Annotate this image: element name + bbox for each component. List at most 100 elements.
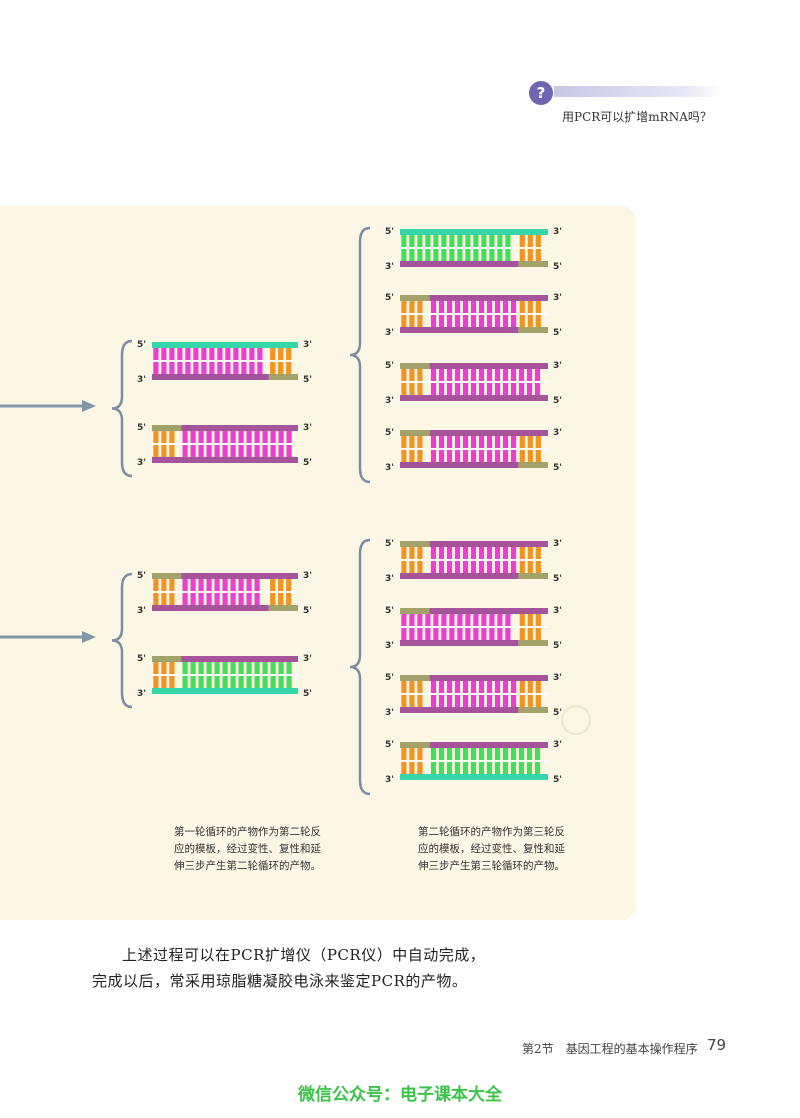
r3-duplex-base [454,369,461,381]
r3-duplex-base [470,748,477,760]
brace-round2-top [111,339,133,478]
r3-duplex-base [438,695,445,707]
r3-duplex-base [478,436,485,448]
r2-duplex-base [153,662,159,674]
r3-duplex-base [470,695,477,707]
r2-duplex-base [214,431,220,443]
r3-duplex-base [502,748,509,760]
r3-duplex-base [446,450,453,462]
r2-duplex-label: 5' [137,571,146,581]
r3-duplex-bottom-strand [518,707,548,713]
r2-duplex-base [214,579,220,591]
r2-duplex-label: 3' [303,423,312,433]
r2-duplex-base [238,579,244,591]
r3-duplex-base [409,383,415,395]
r3-duplex-base [478,547,485,559]
r3-duplex-base [481,628,487,640]
r3-duplex-base [535,628,541,640]
caption-round2-line: 应的模板，经过变性、复性和延 [174,843,321,855]
r3-duplex-base [462,748,469,760]
r3-duplex-label: 5' [553,641,562,651]
r2-duplex-base [198,662,204,674]
r3-duplex-label: 3' [553,673,562,683]
r2-duplex-label: 3' [303,654,312,664]
r3-duplex-base [519,561,525,573]
r3-duplex-base [518,369,525,381]
r3-duplex-label: 3' [385,641,394,651]
r3-duplex-base [457,628,463,640]
r3-duplex-label: 5' [385,673,394,683]
r2-duplex-base [286,676,292,688]
r2-duplex-base [206,676,212,688]
r3-duplex-label: 5' [553,396,562,406]
r3-duplex-bottom-strand [400,462,519,468]
r2-duplex-base [230,431,236,443]
r3-duplex-base [409,235,415,247]
r3-duplex-base [417,235,423,247]
r3-duplex-label: 5' [385,227,394,237]
r3-duplex-base [486,315,493,327]
r3-duplex-top-strand [400,430,430,436]
r2-duplex-base [198,431,204,443]
r3-duplex-base [462,301,469,313]
r3-duplex-base [494,561,501,573]
r3-duplex-label: 5' [553,328,562,338]
r3-duplex-base [446,681,453,693]
r3-duplex-bottom-strand [400,640,519,646]
r2-duplex-bottom-strand [152,688,298,694]
r2-duplex-base [185,348,191,360]
r3-duplex-base [462,450,469,462]
r3-duplex-base [519,681,525,693]
r2-duplex-gap [152,443,298,445]
r2-duplex-base [190,676,196,688]
r3-duplex-base [430,383,437,395]
r3-duplex-label: 5' [385,740,394,750]
r3-duplex-base [401,249,407,261]
r2-duplex-label: 5' [303,375,312,385]
r3-duplex-base [457,249,463,261]
r3-duplex-base [462,315,469,327]
r3-duplex-base [519,436,525,448]
r3-duplex-base [409,561,415,573]
brace-round3-bottom [349,538,371,796]
r3-duplex-base [502,301,509,313]
r3-duplex-base [446,547,453,559]
r3-duplex-base [457,235,463,247]
r3-duplex-base [401,748,407,760]
r3-duplex-base [433,249,439,261]
r3-duplex-base [486,450,493,462]
r3-duplex-base [470,762,477,774]
r3-duplex-base [454,383,461,395]
r3-duplex-base [417,301,423,313]
r3-duplex-label: 3' [553,740,562,750]
r2-duplex-base [185,362,191,374]
r3-duplex-base [478,301,485,313]
r3-duplex-gap [400,448,548,450]
r3-duplex-base [454,748,461,760]
r3-duplex-base [510,436,517,448]
r3-duplex-label: 3' [385,574,394,584]
r3-duplex-bottom-strand [400,395,548,401]
r2-duplex-base [254,593,260,605]
watermark-text: 微信公众号：电子课本大全 [298,1085,502,1105]
r3-duplex-base [417,383,423,395]
r2-duplex-base [262,431,268,443]
r2-duplex-base [257,348,263,360]
r2-duplex-base [262,676,268,688]
arrow-round2-top [82,400,96,412]
r3-duplex-base [465,235,471,247]
r3-duplex-base [535,681,541,693]
r3-duplex-base [425,628,431,640]
r3-duplex-base [494,369,501,381]
r2-duplex-base [209,362,215,374]
r2-duplex-base [222,431,228,443]
r3-duplex-base [417,762,423,774]
r2-duplex-base [270,431,276,443]
r2-duplex-base [169,348,175,360]
r2-duplex-base [286,431,292,443]
r3-duplex-top-strand [429,742,548,748]
r2-duplex-base [206,445,212,457]
r2-duplex-base [222,662,228,674]
r2-duplex-base [230,676,236,688]
r3-duplex-base [502,561,509,573]
